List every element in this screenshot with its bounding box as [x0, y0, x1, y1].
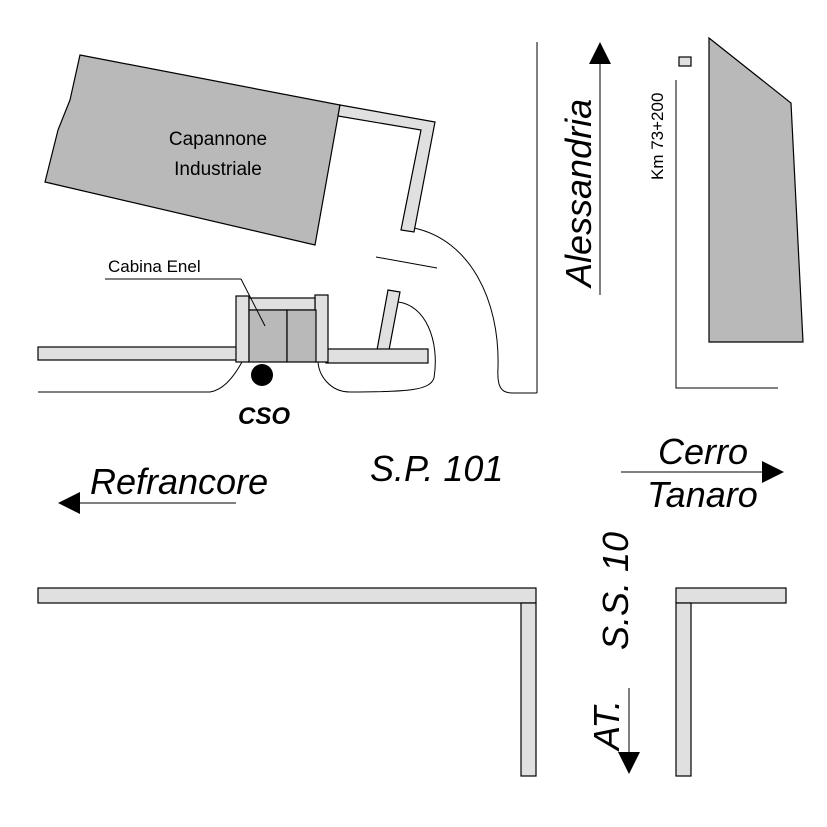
fence-right	[325, 348, 429, 364]
refrancore-label: Refrancore	[90, 461, 268, 502]
industrial-building	[44, 54, 341, 246]
refrancore-arrow-head	[58, 492, 80, 514]
building-label-line2: Industriale	[174, 159, 262, 180]
gate-arc-outer	[413, 227, 513, 394]
gate-line	[375, 256, 438, 269]
cabina-enel-label: Cabina Enel	[108, 257, 201, 276]
right-parcel-area	[708, 36, 804, 343]
cabina-leader-pointer	[240, 278, 266, 327]
cerro-tanaro-arrow-head	[762, 461, 784, 483]
km-marker-post	[678, 56, 692, 67]
cso-marker	[251, 364, 273, 386]
cabina-arc-left	[38, 361, 243, 393]
gate-arc-inner	[317, 301, 436, 393]
lower-right-wall-vertical	[675, 602, 692, 777]
alessandria-arrow-head	[589, 42, 611, 64]
lower-left-wall-vertical	[520, 602, 537, 777]
perimeter-wall-upper	[337, 104, 436, 233]
cabina-enel-left	[248, 309, 288, 363]
cso-label: CSO	[238, 403, 290, 430]
lower-right-wall-horizontal	[675, 587, 787, 604]
perimeter-wall-lower	[376, 289, 401, 351]
cabina-left-wall	[235, 295, 250, 363]
at-arrow-head	[618, 752, 640, 774]
building-label-line1: Capannone	[169, 129, 267, 150]
sp-101-label: S.P. 101	[370, 448, 503, 489]
tanaro-label: Tanaro	[647, 474, 758, 515]
cerro-label: Cerro	[658, 431, 748, 472]
fence-left	[37, 346, 239, 361]
cabina-right-wall	[314, 294, 329, 363]
km-label: Km 73+200	[648, 93, 667, 180]
right-parcel-boundary	[675, 80, 778, 389]
cabina-top-wall	[248, 297, 316, 311]
ss-10-label: S.S. 10	[595, 532, 636, 650]
at-label: AT.	[586, 700, 627, 752]
cabina-enel-right	[286, 309, 317, 363]
alessandria-label: Alessandria	[558, 99, 599, 289]
lower-left-wall-horizontal	[37, 587, 537, 604]
